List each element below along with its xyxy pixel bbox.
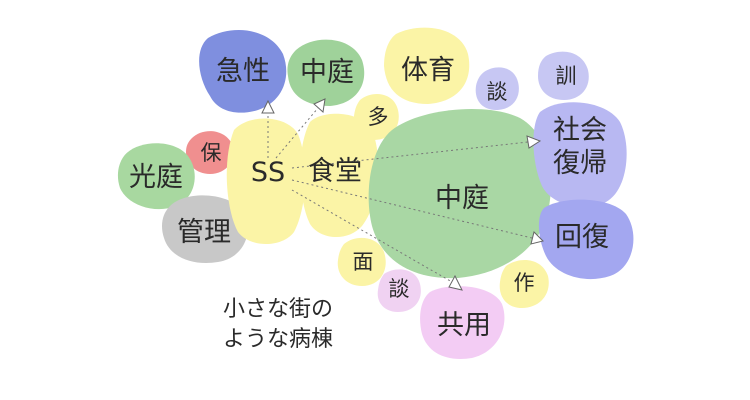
blob-kaifuku (538, 199, 634, 280)
blob-shakai (533, 102, 627, 207)
arrowhead-nakaniwa (313, 98, 326, 113)
caption-line-2: ような病棟 (223, 327, 333, 352)
label-shakai: 社会 (553, 115, 607, 146)
label-kyusei: 急性 (216, 56, 270, 87)
arrow-layer (261, 98, 544, 291)
label-shokudo: 食堂 (308, 156, 362, 187)
blob-saku (499, 260, 549, 308)
blob-ho (186, 131, 234, 174)
label-nakaniwa-small: 中庭 (300, 57, 354, 88)
blob-layer (117, 27, 634, 359)
label-nakaniwa-large: 中庭 (435, 183, 489, 214)
blob-kanri (162, 195, 248, 263)
label-men: 面 (353, 250, 374, 274)
arrowhead-kyusei (261, 99, 275, 114)
arrow-to-kaifuku (291, 179, 533, 239)
caption-line-1: 小さな街の (223, 297, 333, 322)
label-dan-top: 談 (487, 80, 508, 104)
blob-kotei (117, 143, 195, 210)
label-ta: 多 (368, 105, 389, 129)
label-layer: 急性 中庭 体育 談 訓 多 保 光庭 SS 食堂 中庭 社会 復帰 管理 回復… (129, 55, 609, 352)
blob-men (337, 237, 386, 286)
blob-dan-top (475, 67, 519, 110)
label-fukki: 復帰 (553, 148, 607, 179)
blob-taiiku (384, 27, 470, 105)
label-ss: SS (251, 157, 285, 188)
arrowhead-kaifuku (530, 231, 544, 245)
label-ho: 保 (201, 141, 222, 165)
blob-nakaniwa-large (368, 108, 551, 279)
arrowhead-kyoyo (448, 274, 463, 291)
blob-kyusei (199, 30, 287, 113)
label-kaifuku: 回復 (555, 222, 609, 253)
arrow-ss-to-nakaniwa (275, 107, 319, 159)
blob-shokudo (300, 113, 379, 238)
label-saku: 作 (514, 271, 535, 295)
arrowhead-shakai (526, 135, 542, 149)
label-dan-bottom: 談 (389, 277, 410, 301)
label-taiiku: 体育 (401, 55, 455, 86)
blob-ss (226, 118, 306, 244)
blob-kun (538, 51, 589, 100)
arrow-to-kyoyo (291, 189, 453, 283)
label-kotei: 光庭 (129, 162, 183, 193)
blob-kyoyo (420, 286, 505, 359)
label-kyoyo: 共用 (437, 310, 491, 341)
label-kun: 訓 (556, 64, 577, 88)
label-kanri: 管理 (177, 217, 231, 248)
blob-dan-bottom (377, 269, 421, 312)
blob-nakaniwa-small (287, 39, 365, 106)
